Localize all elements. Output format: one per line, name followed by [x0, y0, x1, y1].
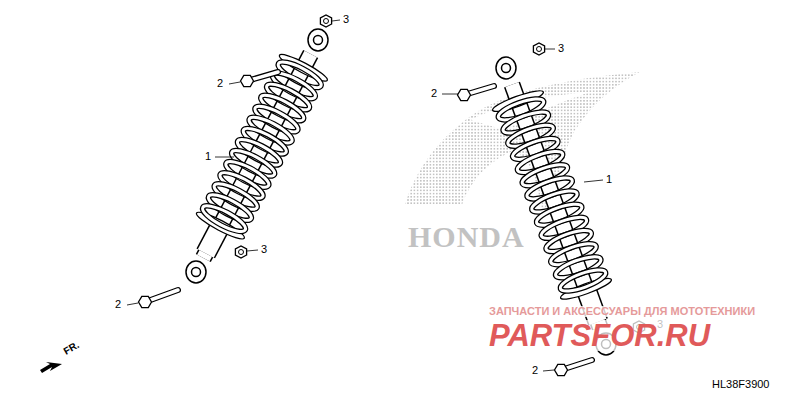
mount-bushing: [192, 268, 201, 277]
mount-eye: [186, 261, 206, 283]
flange-nut: [533, 43, 544, 55]
direction-label: FR.: [62, 340, 81, 357]
mount-eye: [496, 57, 516, 79]
callout-number: 2: [115, 299, 121, 310]
bolt-head: [555, 364, 568, 375]
nut-hole: [537, 47, 542, 52]
nut-hole: [239, 250, 244, 255]
mount-eye: [308, 29, 328, 51]
callout-number: 3: [261, 244, 267, 255]
callout-number: 2: [431, 88, 437, 99]
watermark-text: PARTSFOR.RU: [487, 320, 712, 351]
callout-number: 2: [532, 365, 538, 376]
bolt-head: [458, 89, 471, 100]
callout-number: 3: [343, 14, 349, 25]
spring-coil: [558, 266, 608, 296]
watermark-text: ЗАПЧАСТИ И АКСЕССУАРЫ ДЛЯ МОТОТЕХНИКИ: [487, 306, 757, 317]
nut-hole: [324, 19, 329, 24]
spring-coil: [200, 201, 249, 236]
flange-nut: [320, 15, 331, 27]
callout-number: 1: [205, 151, 211, 162]
mount-bushing: [314, 36, 323, 45]
callout-number: 3: [558, 43, 564, 54]
bolt-head: [241, 75, 254, 86]
spring-coil: [558, 266, 608, 296]
leader-lines: [127, 20, 654, 371]
callout-number: 1: [606, 174, 612, 185]
diagram-code: HL38F3900: [712, 379, 770, 390]
shock-absorber: [186, 29, 330, 283]
brand-logo-text: HONDA: [408, 222, 525, 252]
callout-number: 2: [217, 78, 223, 89]
spring-coil: [200, 201, 249, 236]
bolt-head: [139, 296, 152, 307]
mount-bushing: [502, 64, 511, 73]
front-arrow: [40, 362, 62, 373]
flange-nut: [235, 246, 246, 258]
